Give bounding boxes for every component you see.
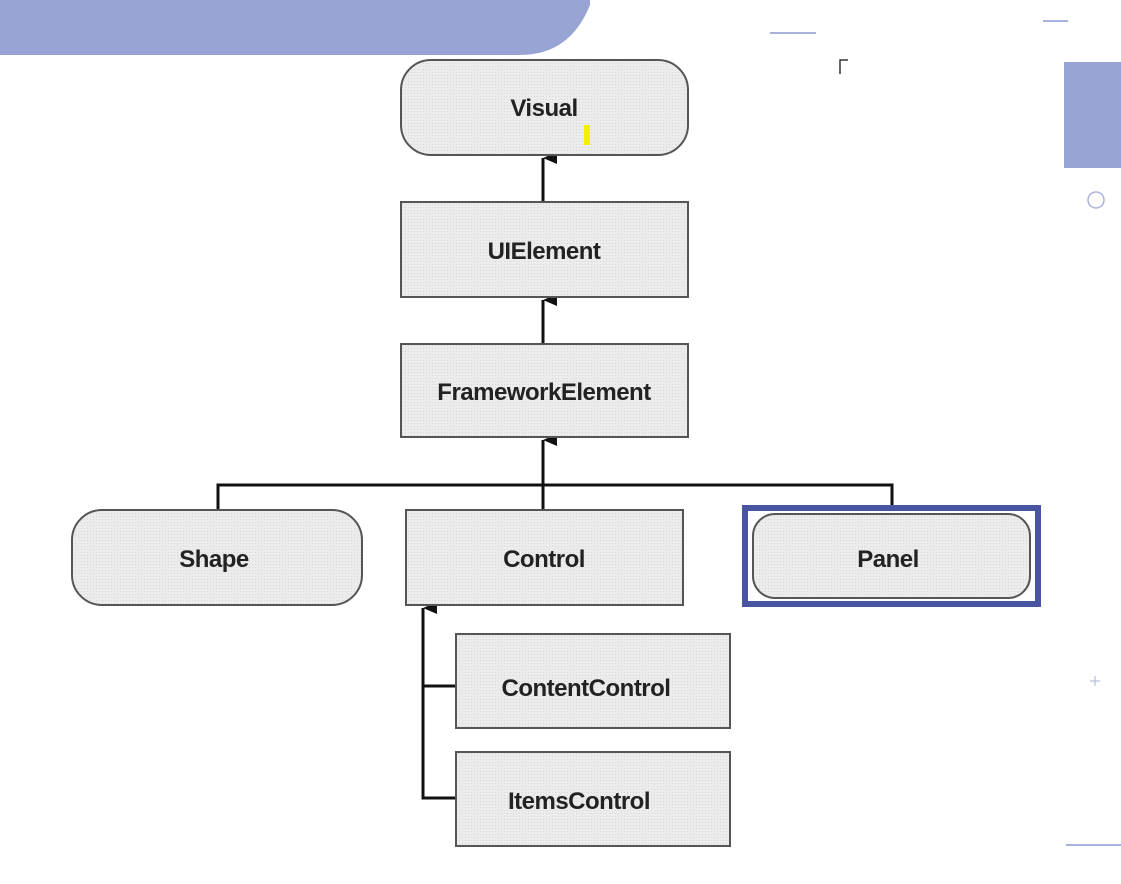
slide-deco-circle: [1087, 191, 1105, 209]
node-control-label: Control: [503, 546, 585, 573]
node-shape[interactable]: Shape: [71, 509, 363, 606]
node-itemscontrol[interactable]: ItemsControl: [455, 751, 731, 847]
node-uielement[interactable]: UIElement: [400, 201, 689, 298]
slide-side-tab: [1064, 62, 1121, 168]
node-itemscontrol-label: ItemsControl: [508, 788, 650, 815]
slide-header-band: [0, 0, 590, 55]
node-uielement-label: UIElement: [488, 238, 601, 265]
node-frameworkelement-label: FrameworkElement: [437, 379, 651, 406]
node-panel-label: Panel: [857, 546, 919, 573]
node-panel[interactable]: Panel: [742, 505, 1041, 607]
node-frameworkelement[interactable]: FrameworkElement: [400, 343, 689, 438]
slide-corner-mark: [839, 59, 848, 74]
text-cursor-marker: [584, 125, 590, 145]
connector-controls-to-control: [423, 608, 456, 800]
panel-selection-highlight: [742, 505, 1041, 607]
node-shape-label: Shape: [179, 546, 249, 573]
connector-horizontal-bus: [216, 483, 894, 510]
node-contentcontrol-label: ContentControl: [502, 675, 671, 702]
slide-deco-plus: [1090, 676, 1100, 686]
node-control[interactable]: Control: [405, 509, 684, 606]
node-contentcontrol[interactable]: ContentControl: [455, 633, 731, 729]
node-visual-label: Visual: [510, 95, 577, 122]
node-visual[interactable]: Visual: [400, 59, 689, 156]
